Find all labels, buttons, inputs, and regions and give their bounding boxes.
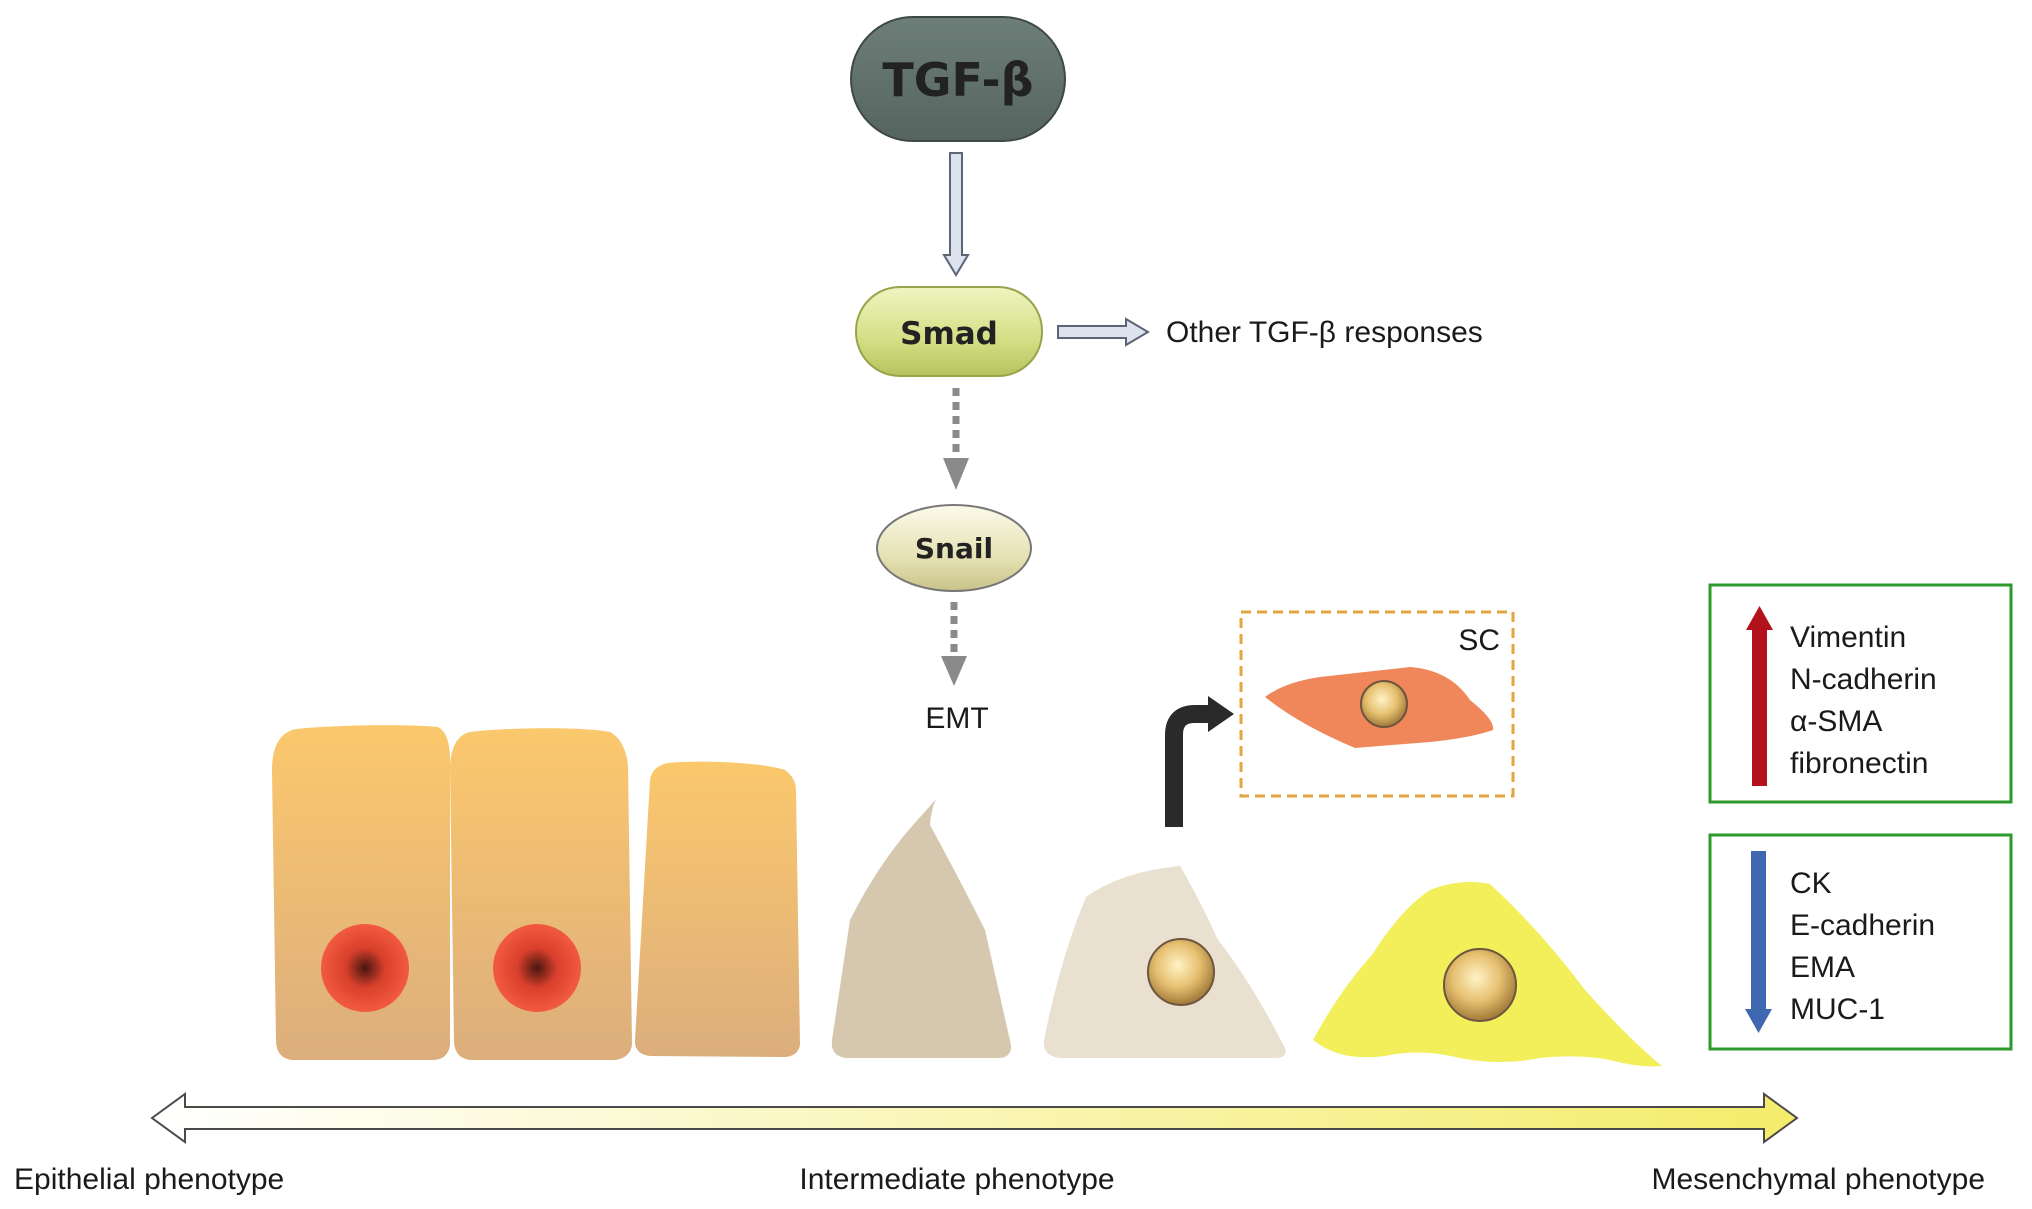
downregulated-markers-box: CK E-cadherin EMA MUC-1 (1708, 833, 2013, 1051)
tgf-to-smad-arrow (942, 152, 970, 277)
epithelial-cell-3 (634, 761, 800, 1057)
intermediate-cell-1 (831, 799, 1012, 1058)
sc-label: SC (1458, 624, 1500, 657)
epithelial-cell-2 (450, 728, 632, 1060)
mesenchymal-cell (1313, 882, 1662, 1067)
marker-up-4: fibronectin (1790, 747, 1928, 780)
sc-transition-arrow (1165, 696, 1234, 827)
nucleus-icon (1147, 938, 1215, 1006)
tgf-beta-node: TGF-β (850, 16, 1066, 142)
smad-to-other-arrow (1057, 317, 1150, 347)
marker-up-3: α-SMA (1790, 705, 1882, 738)
down-arrow-icon (1745, 851, 1772, 1033)
marker-down-3: EMA (1790, 951, 1855, 984)
marker-down-1: CK (1790, 867, 1832, 900)
snail-node: Snail (876, 504, 1032, 592)
intermediate-phenotype-label: Intermediate phenotype (799, 1163, 1114, 1196)
marker-down-2: E-cadherin (1790, 909, 1935, 942)
marker-up-2: N-cadherin (1790, 663, 1937, 696)
sc-box: SC (1239, 610, 1515, 798)
smad-label: Smad (900, 316, 998, 352)
epithelial-phenotype-label: Epithelial phenotype (14, 1163, 284, 1196)
smad-to-snail-arrow (943, 388, 969, 490)
phenotype-axis-arrow (150, 1092, 1799, 1144)
marker-up-1: Vimentin (1790, 621, 1906, 654)
marker-down-4: MUC-1 (1790, 993, 1885, 1026)
nucleus-icon (1443, 948, 1517, 1022)
mesenchymal-phenotype-label: Mesenchymal phenotype (1651, 1163, 1985, 1196)
epithelial-cell-1 (272, 725, 450, 1060)
snail-label: Snail (915, 532, 993, 565)
emt-label: EMT (925, 702, 988, 735)
other-responses-label: Other TGF-β responses (1166, 316, 1483, 349)
intermediate-cell-2 (1043, 866, 1286, 1058)
tgf-beta-label: TGF-β (882, 53, 1033, 107)
nucleus-icon (321, 924, 409, 1012)
upregulated-markers-box: Vimentin N-cadherin α-SMA fibronectin (1708, 583, 2013, 804)
snail-to-emt-arrow (941, 602, 967, 686)
nucleus-icon (493, 924, 581, 1012)
up-arrow-icon (1746, 606, 1773, 786)
nucleus-icon (1360, 680, 1408, 728)
smad-node: Smad (855, 286, 1043, 377)
